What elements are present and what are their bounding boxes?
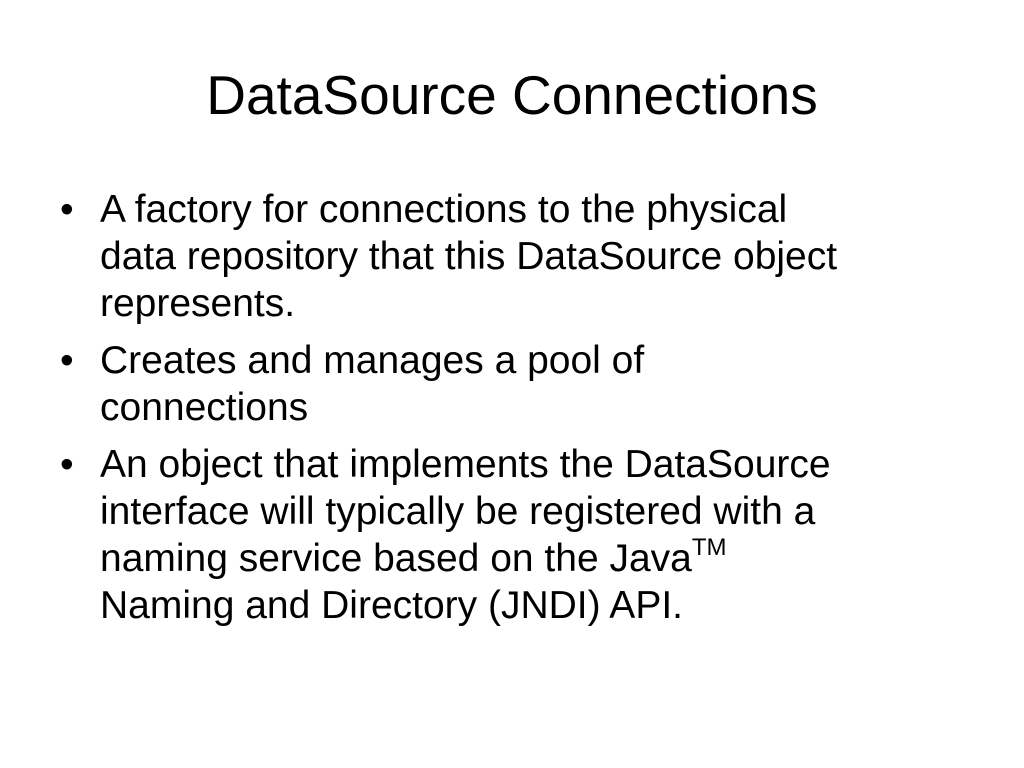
bullet-text-line: represents. [100,282,296,325]
bullet-text-line: connections [100,386,309,429]
bullet-text-line: Creates and manages a pool of [100,339,645,382]
bullet-item-jndi: • An object that implements the DataSour… [60,441,980,629]
bullet-icon: • [60,188,74,231]
bullet-text-line-java: naming service based on the JavaTM [100,535,980,582]
bullet-text-line: Naming and Directory (JNDI) API. [100,584,684,627]
trademark-superscript: TM [691,534,727,561]
bullet-text-line: data repository that this DataSource obj… [100,235,838,278]
bullet-icon: • [60,339,74,382]
bullet-text-line: A factory for connections to the physica… [100,188,788,231]
bullet-text-line: interface will typically be registered w… [100,490,816,533]
bullet-text-java: naming service based on the Java [100,537,692,580]
bullet-text-line: An object that implements the DataSource [100,443,831,486]
bullet-list: • A factory for connections to the physi… [60,186,980,639]
slide-title: DataSource Connections [206,64,818,126]
bullet-item-factory: • A factory for connections to the physi… [60,186,980,327]
bullet-icon: • [60,443,74,486]
bullet-item-pool: • Creates and manages a pool of connecti… [60,337,980,431]
